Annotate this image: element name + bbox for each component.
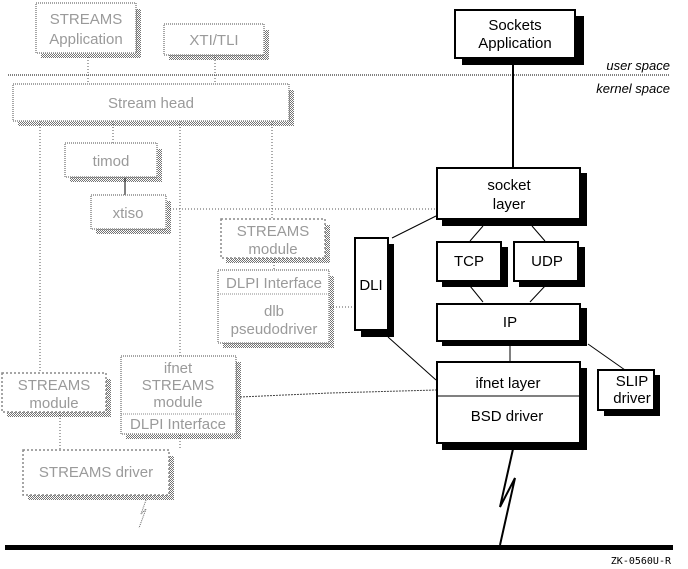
ip-box: IP	[436, 303, 587, 346]
socket-layer-line1: socket	[487, 177, 531, 194]
figure-id: ZK-0560U-R	[611, 556, 672, 567]
streams-module-left-line1: STREAMS	[18, 377, 91, 394]
socket-connectors	[387, 60, 626, 381]
sockets-application-box: Sockets Application	[454, 9, 584, 65]
connector-ip-slip	[587, 343, 626, 371]
stream-head-box: Stream head	[12, 83, 294, 126]
ifnet-layer-label: ifnet layer	[475, 375, 540, 392]
connector-socket-tcp	[469, 225, 484, 242]
connector-socket-udp	[531, 225, 546, 242]
timod-label: timod	[93, 153, 130, 170]
slip-driver-line2: driver	[613, 390, 651, 407]
dlb-pseudodriver-line1: dlb	[264, 303, 284, 320]
xtiso-label: xtiso	[113, 205, 144, 222]
connector-udp-ip	[529, 285, 546, 303]
slip-driver-box: SLIP driver	[597, 369, 660, 416]
streams-module-upper-box: STREAMS module	[220, 218, 330, 263]
kernel-space-label: kernel space	[596, 81, 670, 96]
timod-box: timod	[64, 142, 162, 182]
ifnet-bsd-driver-box: ifnet layer BSD driver	[436, 361, 587, 450]
ifnet-streams-module-line2: STREAMS	[142, 377, 215, 394]
streams-driver-label: STREAMS driver	[39, 464, 153, 481]
udp-label: UDP	[531, 253, 563, 270]
ifnet-streams-module-box: ifnet STREAMS module DLPI Interface	[120, 355, 241, 439]
connector-dli-ifnet	[387, 336, 437, 381]
ip-label: IP	[503, 314, 517, 331]
bsd-driver-network-link	[499, 448, 516, 546]
ifnet-streams-module-line3: module	[153, 394, 202, 411]
stream-head-label: Stream head	[108, 95, 194, 112]
dlpi-interface-ifnet-label: DLPI Interface	[130, 416, 226, 433]
streams-module-upper-line1: STREAMS	[237, 223, 310, 240]
user-space-label: user space	[606, 58, 670, 73]
xti-tli-box: XTI/TLI	[163, 23, 269, 60]
sockets-application-line2: Application	[478, 35, 551, 52]
tcp-box: TCP	[436, 241, 508, 287]
dlb-pseudodriver-box: DLPI Interface dlb pseudodriver	[217, 269, 334, 348]
streams-driver-network-link	[138, 499, 147, 529]
xtiso-box: xtiso	[90, 194, 171, 234]
streams-application-box: STREAMS Application	[35, 2, 141, 58]
bsd-driver-label: BSD driver	[471, 408, 544, 425]
ifnet-streams-module-line1: ifnet	[164, 360, 193, 377]
connector-tcp-ip	[469, 285, 484, 303]
udp-box: UDP	[513, 241, 585, 287]
streams-driver-box: STREAMS driver	[22, 449, 174, 500]
dlpi-interface-dlb-label: DLPI Interface	[226, 275, 322, 292]
tcp-label: TCP	[454, 253, 484, 270]
dli-label: DLI	[359, 277, 382, 294]
streams-module-left-line2: module	[29, 395, 78, 412]
slip-driver-line1: SLIP	[616, 373, 649, 390]
streams-application-line2: Application	[49, 31, 122, 48]
dlb-pseudodriver-line2: pseudodriver	[231, 321, 318, 338]
network-wire	[5, 545, 673, 550]
streams-module-upper-line2: module	[248, 241, 297, 258]
streams-module-left-box: STREAMS module	[1, 372, 111, 417]
socket-layer-line2: layer	[493, 196, 526, 213]
streams-application-line1: STREAMS	[50, 11, 123, 28]
socket-layer-box: socket layer	[436, 167, 587, 226]
connector-socket-layer-dli	[391, 215, 437, 239]
connector-ifnet-module-ifnet-layer	[239, 389, 437, 398]
streams-connectors	[39, 57, 436, 450]
sockets-application-line1: Sockets	[488, 17, 541, 34]
xti-tli-label: XTI/TLI	[189, 32, 238, 49]
dli-box: DLI	[354, 237, 394, 337]
